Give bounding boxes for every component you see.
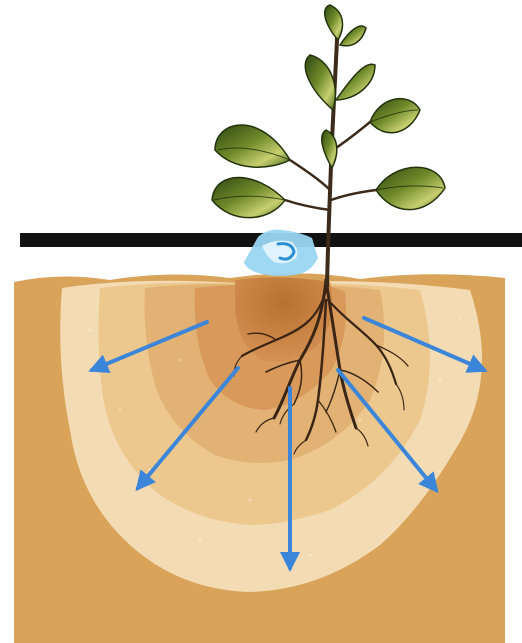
leaf [370,99,420,133]
leaf [325,5,343,40]
leaf [322,130,337,168]
leaf [215,125,290,167]
leaf [212,178,285,218]
leaf [336,64,375,100]
leaf [340,26,366,46]
leaf [305,55,335,110]
